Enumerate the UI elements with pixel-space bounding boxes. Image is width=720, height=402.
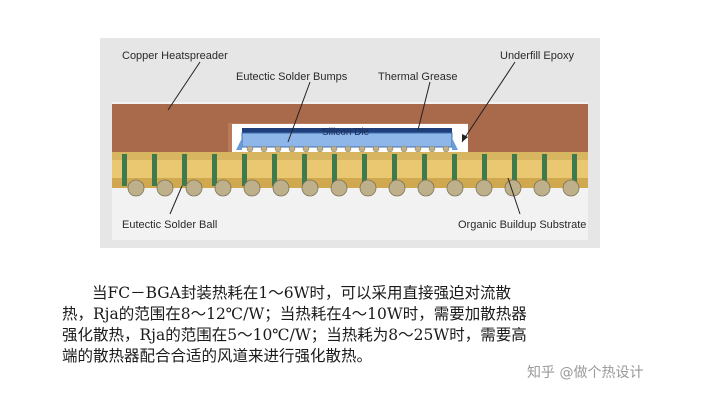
solder-ball [272, 179, 290, 197]
substrate-via [272, 154, 277, 186]
solder-ball [243, 179, 261, 197]
label-copper-heatspreader: Copper Heatspreader [122, 50, 228, 62]
solder-bump [414, 145, 422, 153]
solder-ball [359, 179, 377, 197]
underfill-epoxy-right [452, 138, 458, 150]
eutectic-solder-bumps [246, 145, 450, 153]
solder-bump [400, 145, 408, 153]
substrate-via [422, 154, 427, 186]
solder-bump [246, 145, 254, 153]
solder-bump [330, 145, 338, 153]
label-eutectic-solder-ball: Eutectic Solder Ball [122, 219, 218, 231]
solder-bump [288, 145, 296, 153]
substrate-via [362, 154, 367, 186]
substrate-via [332, 154, 337, 186]
solder-ball [185, 179, 203, 197]
leader-thermal-grease [417, 81, 431, 131]
solder-bump [428, 145, 436, 153]
solder-ball [562, 179, 580, 197]
solder-ball [504, 179, 522, 197]
substrate-via [572, 154, 577, 186]
solder-ball [301, 179, 319, 197]
label-thermal-grease: Thermal Grease [378, 71, 458, 83]
leader-copper-heatspreader [167, 61, 201, 111]
leader-underfill-epoxy [461, 61, 516, 143]
description-paragraph: 当FC－BGA封装热耗在1～6W时，可以采用直接强迫对流散 热，Rja的范围在8… [62, 283, 642, 367]
zhihu-watermark: 知乎 @做个热设计 [527, 365, 644, 381]
substrate-via [482, 154, 487, 186]
substrate-via [182, 154, 187, 186]
solder-ball [156, 179, 174, 197]
leader-arrowhead-underfill [462, 134, 468, 142]
substrate-via [242, 154, 247, 186]
substrate-via [452, 154, 457, 186]
underfill-epoxy-left [236, 138, 242, 150]
solder-ball [214, 179, 232, 197]
solder-ball [533, 179, 551, 197]
substrate-via [152, 154, 157, 186]
solder-bump [386, 145, 394, 153]
copper-heatspreader-layer [112, 104, 588, 160]
paragraph-line-2: 热，Rja的范围在8～12℃/W；当热耗在4～10W时，需要加散热器 [62, 305, 527, 323]
solder-bump [316, 145, 324, 153]
solder-ball [388, 179, 406, 197]
leader-substrate [507, 177, 521, 215]
solder-ball [127, 179, 145, 197]
solder-bump [344, 145, 352, 153]
solder-ball [475, 179, 493, 197]
substrate-via [122, 154, 127, 186]
paragraph-line-3: 强化散热，Rja的范围在5～10℃/W；当热耗为8～25W时，需要高 [62, 326, 527, 344]
leader-solder-bumps [287, 81, 311, 143]
thermal-grease-layer [242, 128, 452, 133]
package-cross-section [100, 38, 600, 248]
substrate-via [512, 154, 517, 186]
solder-ball [330, 179, 348, 197]
fc-bga-cross-section-diagram: Copper Heatspreader Eutectic Solder Bump… [100, 38, 600, 248]
leader-solder-ball [169, 185, 183, 215]
solder-bump [302, 145, 310, 153]
substrate-via [542, 154, 547, 186]
substrate-via [302, 154, 307, 186]
solder-ball [446, 179, 464, 197]
solder-bump [442, 145, 450, 153]
substrate-vias [122, 154, 577, 186]
substrate-top-layer [112, 152, 588, 160]
label-organic-buildup-substrate: Organic Buildup Substrate [458, 219, 587, 231]
label-eutectic-solder-bumps: Eutectic Solder Bumps [236, 71, 348, 83]
solder-bump [358, 145, 366, 153]
solder-bump [274, 145, 282, 153]
paragraph-line-4: 端的散热器配合合适的风道来进行强化散热。 [62, 347, 373, 365]
eutectic-solder-balls [127, 179, 580, 197]
substrate-via [392, 154, 397, 186]
solder-bump [372, 145, 380, 153]
label-silicon-die: Silicon Die [322, 127, 370, 138]
label-underfill-epoxy: Underfill Epoxy [500, 50, 574, 62]
paragraph-line-1: 当FC－BGA封装热耗在1～6W时，可以采用直接强迫对流散 [92, 284, 512, 302]
solder-bump [260, 145, 268, 153]
solder-ball [417, 179, 435, 197]
substrate-bottom-layer [112, 178, 588, 188]
substrate-via [212, 154, 217, 186]
